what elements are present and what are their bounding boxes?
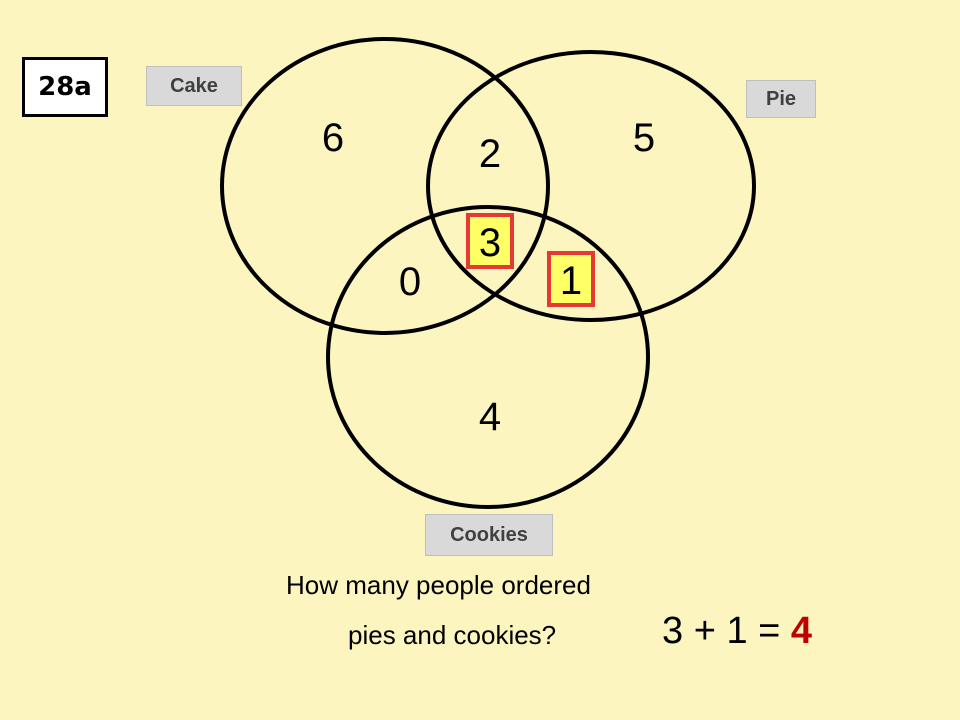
highlight-box-all-three [466,213,514,269]
cake-set-label: Cake [146,66,242,106]
region-all-three-value: 3 [479,221,501,265]
slide-number-label: 28a [22,57,108,117]
highlight-box-pie-cookies [547,251,595,307]
region-pie-only-value: 5 [633,116,655,160]
cookies-circle [326,205,650,509]
region-cake-cookies-value: 0 [399,260,421,304]
equation-expression: 3 + 1 = [662,610,791,652]
region-cake-pie-value: 2 [479,132,501,176]
question-line-1: How many people ordered [286,570,591,600]
pie-set-label: Pie [746,80,816,118]
equation-answer: 4 [790,610,813,652]
answer-equation: 3 + 1 = 4 [662,610,812,653]
cookies-set-label: Cookies [425,514,553,556]
region-cake-only-value: 6 [322,116,344,160]
cake-circle [220,37,550,335]
region-pie-cookies-value: 1 [560,259,582,303]
region-cookies-only-value: 4 [479,395,501,439]
pie-circle [426,50,756,322]
question-line-2: pies and cookies? [348,620,557,650]
